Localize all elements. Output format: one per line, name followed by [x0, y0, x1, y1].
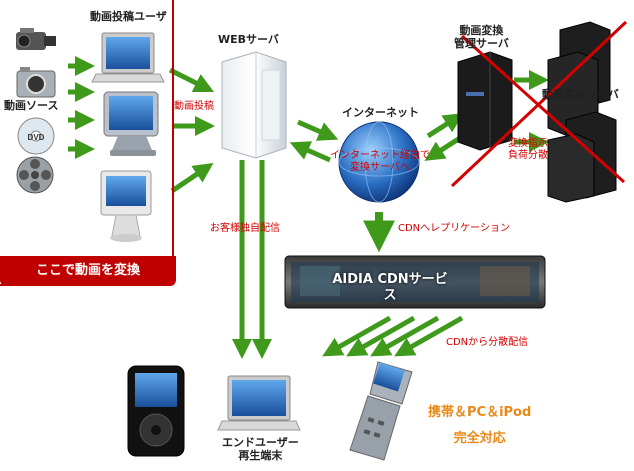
encode-here-banner: ここで動画を変換 — [0, 256, 176, 286]
uploader-label: 動画投稿ユーザ — [90, 10, 167, 23]
internet-label: インターネット — [342, 106, 419, 119]
source-label: 動画ソース — [4, 99, 59, 112]
dvd-icon: DVD — [17, 117, 55, 155]
conversion-server-cluster — [547, 21, 617, 203]
crt-monitor-icon — [103, 91, 159, 156]
cdn-banner — [284, 255, 546, 309]
web-internet-arrows — [289, 119, 339, 163]
server-icon — [221, 51, 287, 159]
upload-label: 動画投稿 — [174, 101, 214, 112]
device-support-label: 携帯＆PC＆iPod 完全対応 — [428, 405, 532, 446]
internet-note: インターネット経由で 変換サーバへ — [330, 150, 430, 173]
imac-icon — [100, 170, 152, 242]
globe-icon — [338, 121, 420, 203]
custom-delivery-arrows — [232, 160, 272, 359]
replication-label: CDNへレプリケーション — [398, 223, 510, 234]
conversion-note: 変換指示 負荷分散 — [508, 138, 548, 161]
red-cross-mark — [450, 20, 628, 188]
end-user-laptop-icon — [217, 375, 301, 431]
web-server-label: WEBサーバ — [218, 33, 279, 46]
laptop-icon — [91, 32, 165, 83]
distributed-delivery-label: CDNから分散配信 — [446, 337, 529, 348]
server-tower-icon — [457, 51, 513, 151]
flip-phone-icon — [349, 361, 413, 461]
custom-delivery-label: お客様独自配信 — [210, 223, 280, 234]
cdn-service-label: AIDIA CDNサービス — [332, 272, 448, 303]
ipod-icon — [127, 365, 185, 457]
film-reel-icon — [16, 156, 54, 194]
upload-arrows — [168, 67, 215, 194]
mgmt-conv-arrows — [514, 70, 549, 152]
internet-mgmt-arrows — [424, 113, 464, 161]
svg-text:DVD: DVD — [28, 133, 45, 142]
video-camera-icon — [16, 28, 56, 50]
encoding-area-frame — [0, 0, 174, 286]
mgmt-server-label: 動画変換 管理サーバ — [454, 24, 509, 50]
source-arrows — [68, 56, 95, 159]
end-user-label: エンドユーザー 再生端末 — [222, 436, 299, 462]
cdn-distribution-arrows — [322, 315, 464, 357]
digital-camera-icon — [16, 67, 56, 98]
conversion-server-label: 動画変換サーバ — [542, 88, 619, 101]
